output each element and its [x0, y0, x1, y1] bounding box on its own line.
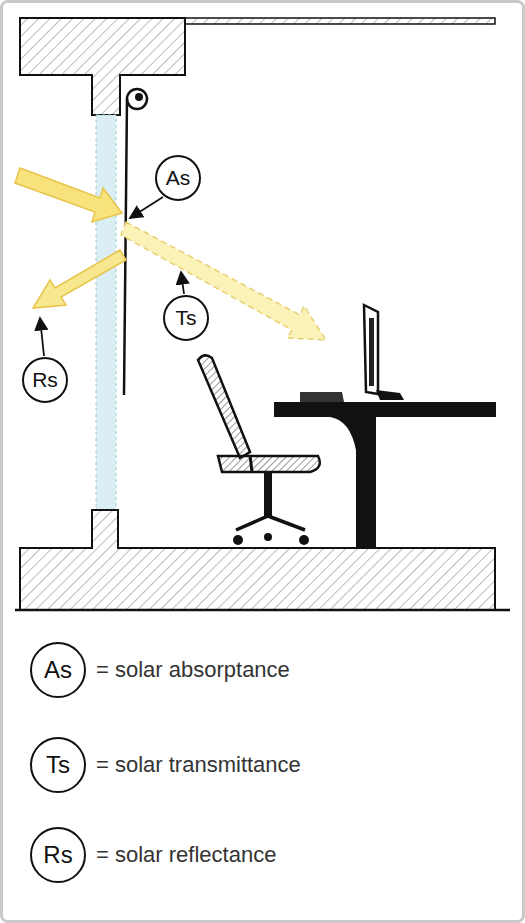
- callout-circle: As: [155, 155, 201, 201]
- leader-line: [130, 197, 163, 218]
- legend-text: = solar reflectance: [96, 842, 276, 868]
- ceiling-line: [185, 18, 495, 24]
- floor-slab: [20, 510, 495, 610]
- callout-circle: Rs: [22, 357, 68, 403]
- glass-pane: [96, 115, 116, 510]
- legend-symbol: As: [30, 642, 86, 698]
- legend-symbol: Ts: [30, 737, 86, 793]
- callout-text: Ts: [176, 306, 197, 330]
- legend-text: = solar absorptance: [96, 657, 290, 683]
- office-chair: [198, 355, 320, 545]
- reflected-arrow: [33, 250, 126, 308]
- legend-text: = solar transmittance: [96, 752, 301, 778]
- callout-text: Ts: [46, 751, 70, 779]
- transmitted-arrow: [121, 222, 326, 340]
- callout-circle: Ts: [163, 295, 209, 341]
- callout-text: Rs: [43, 841, 72, 869]
- callout-text: Rs: [32, 368, 58, 392]
- callout-text: As: [166, 166, 191, 190]
- incident-arrow: [15, 168, 122, 222]
- ceiling-slab: [20, 18, 185, 115]
- desk: [274, 305, 496, 548]
- blind: [124, 99, 127, 395]
- leader-line: [40, 318, 44, 356]
- leader-line: [181, 272, 184, 294]
- blind-roller: [127, 89, 147, 109]
- legend-symbol: Rs: [30, 827, 86, 883]
- callout-text: As: [44, 656, 72, 684]
